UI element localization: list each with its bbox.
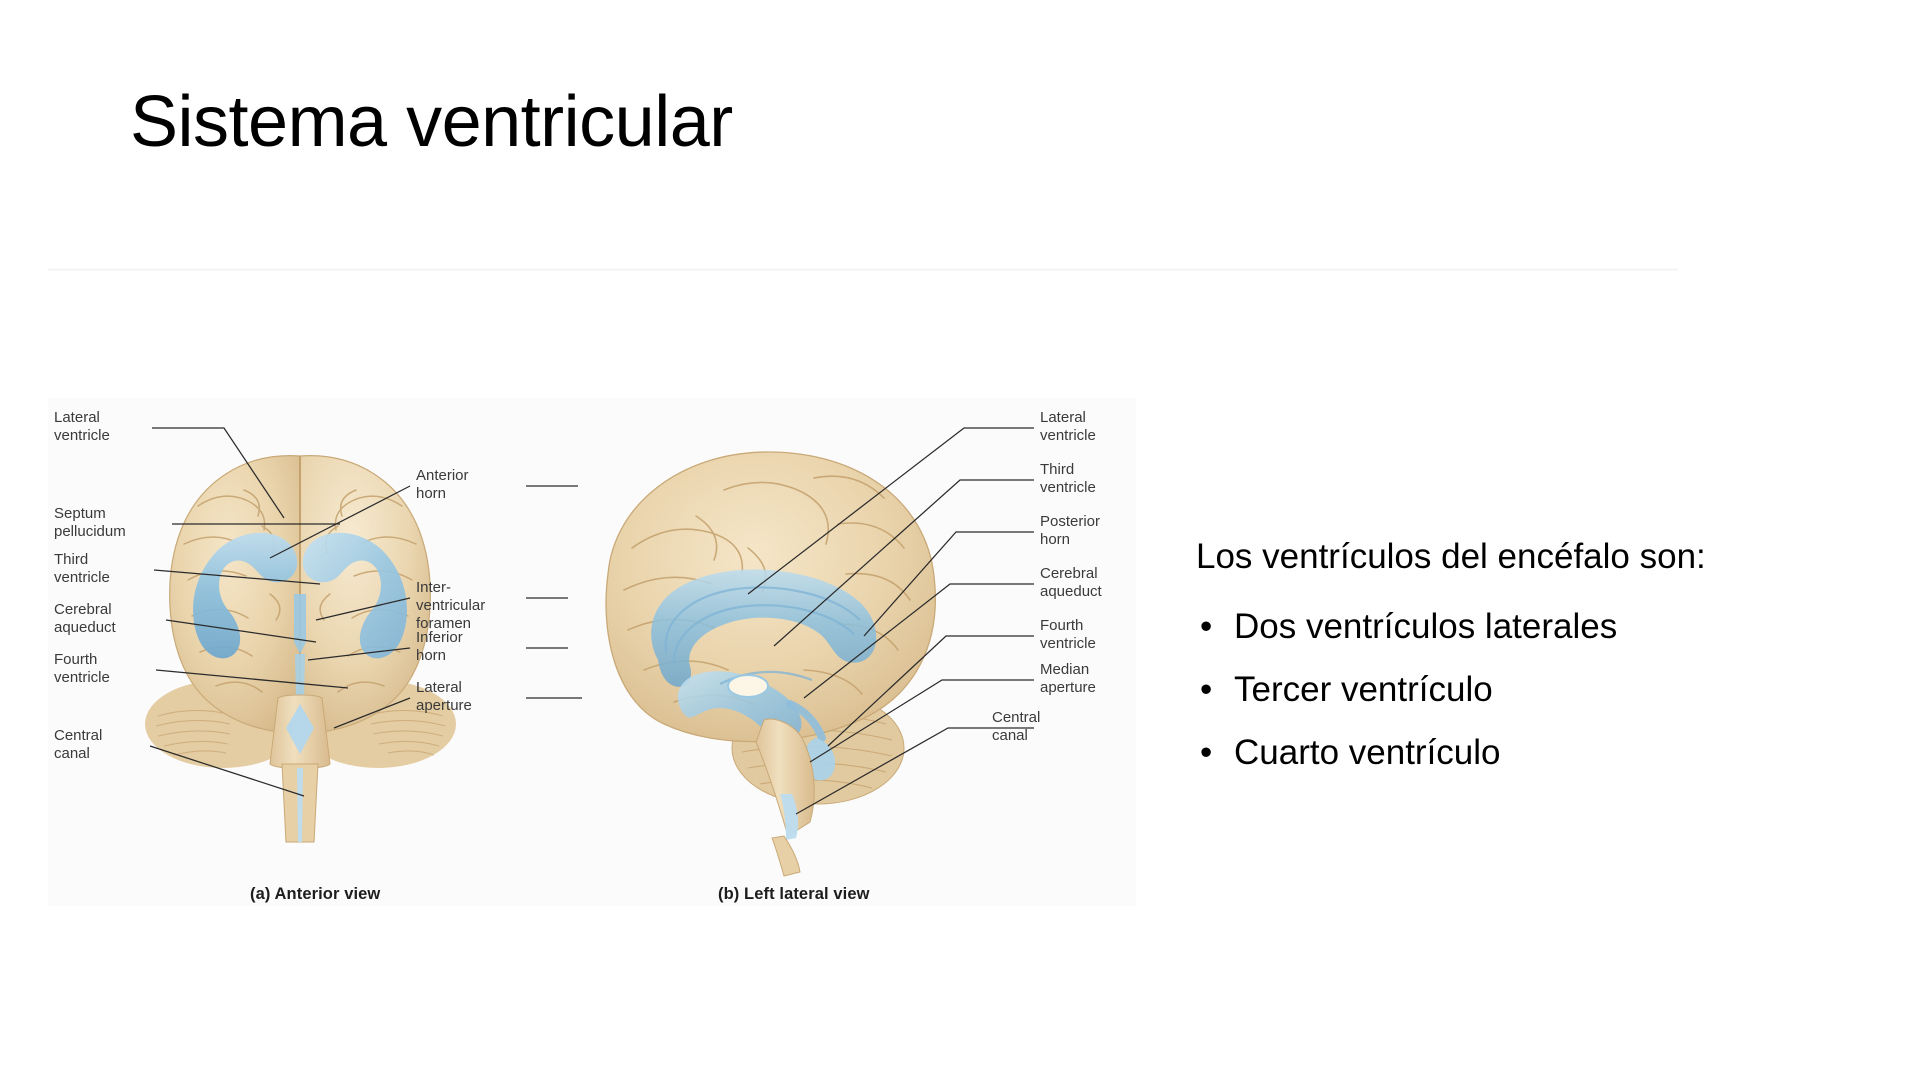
svg-text:Septum: Septum — [54, 505, 106, 522]
list-item-label: Dos ventrículos laterales — [1234, 606, 1618, 646]
svg-text:ventricle: ventricle — [54, 669, 110, 686]
bullet-marker-icon: • — [1200, 669, 1213, 709]
bullet-marker-icon: • — [1200, 732, 1213, 772]
svg-text:horn: horn — [416, 647, 446, 664]
ventricle-bullet-list: • Dos ventrículos laterales • Tercer ven… — [1196, 609, 1856, 770]
lateral-view-illustration — [605, 451, 936, 877]
svg-text:ventricle: ventricle — [1040, 635, 1096, 652]
content-text-block: Los ventrículos del encéfalo son: • Dos … — [1196, 534, 1856, 770]
list-item: • Dos ventrículos laterales — [1196, 609, 1856, 644]
svg-text:Fourth: Fourth — [54, 651, 97, 668]
svg-text:Lateral: Lateral — [54, 409, 100, 426]
list-item-label: Tercer ventrículo — [1234, 669, 1493, 709]
svg-text:Anterior: Anterior — [416, 467, 469, 484]
svg-text:canal: canal — [54, 745, 90, 762]
svg-text:Lateral: Lateral — [1040, 409, 1086, 426]
svg-text:Lateral: Lateral — [416, 679, 462, 696]
lead-paragraph: Los ventrículos del encéfalo son: — [1196, 537, 1706, 576]
list-item: • Cuarto ventrículo — [1196, 735, 1856, 770]
svg-text:horn: horn — [1040, 531, 1070, 548]
svg-text:ventricular: ventricular — [416, 597, 485, 614]
list-item-label: Cuarto ventrículo — [1234, 732, 1501, 772]
svg-text:horn: horn — [416, 485, 446, 502]
svg-text:Inferior: Inferior — [416, 629, 463, 646]
figure-caption-anterior: (a) Anterior view — [250, 885, 381, 903]
svg-text:Fourth: Fourth — [1040, 617, 1083, 634]
svg-text:Cerebral: Cerebral — [54, 601, 112, 618]
svg-text:canal: canal — [992, 727, 1028, 744]
svg-text:pellucidum: pellucidum — [54, 523, 126, 540]
svg-text:aperture: aperture — [416, 697, 472, 714]
svg-text:Third: Third — [54, 551, 88, 568]
svg-text:Inter-: Inter- — [416, 579, 451, 596]
svg-text:Median: Median — [1040, 661, 1089, 678]
svg-text:Central: Central — [54, 727, 102, 744]
bullet-marker-icon: • — [1200, 606, 1213, 646]
svg-text:ventricle: ventricle — [1040, 479, 1096, 496]
svg-text:Posterior: Posterior — [1040, 513, 1100, 530]
svg-text:aperture: aperture — [1040, 679, 1096, 696]
anterior-view-illustration — [145, 455, 456, 843]
list-item: • Tercer ventrículo — [1196, 672, 1856, 707]
svg-text:ventricle: ventricle — [54, 427, 110, 444]
svg-text:Cerebral: Cerebral — [1040, 565, 1098, 582]
svg-text:aqueduct: aqueduct — [54, 619, 117, 636]
leader-lines — [149, 427, 1034, 815]
svg-text:Third: Third — [1040, 461, 1074, 478]
svg-text:aqueduct: aqueduct — [1040, 583, 1103, 600]
title-divider — [48, 268, 1678, 271]
svg-text:ventricle: ventricle — [1040, 427, 1096, 444]
svg-text:foramen: foramen — [416, 615, 471, 632]
svg-text:Central: Central — [992, 709, 1040, 726]
page-title: Sistema ventricular — [130, 82, 733, 162]
svg-text:ventricle: ventricle — [54, 569, 110, 586]
figure-caption-lateral: (b) Left lateral view — [718, 885, 870, 903]
